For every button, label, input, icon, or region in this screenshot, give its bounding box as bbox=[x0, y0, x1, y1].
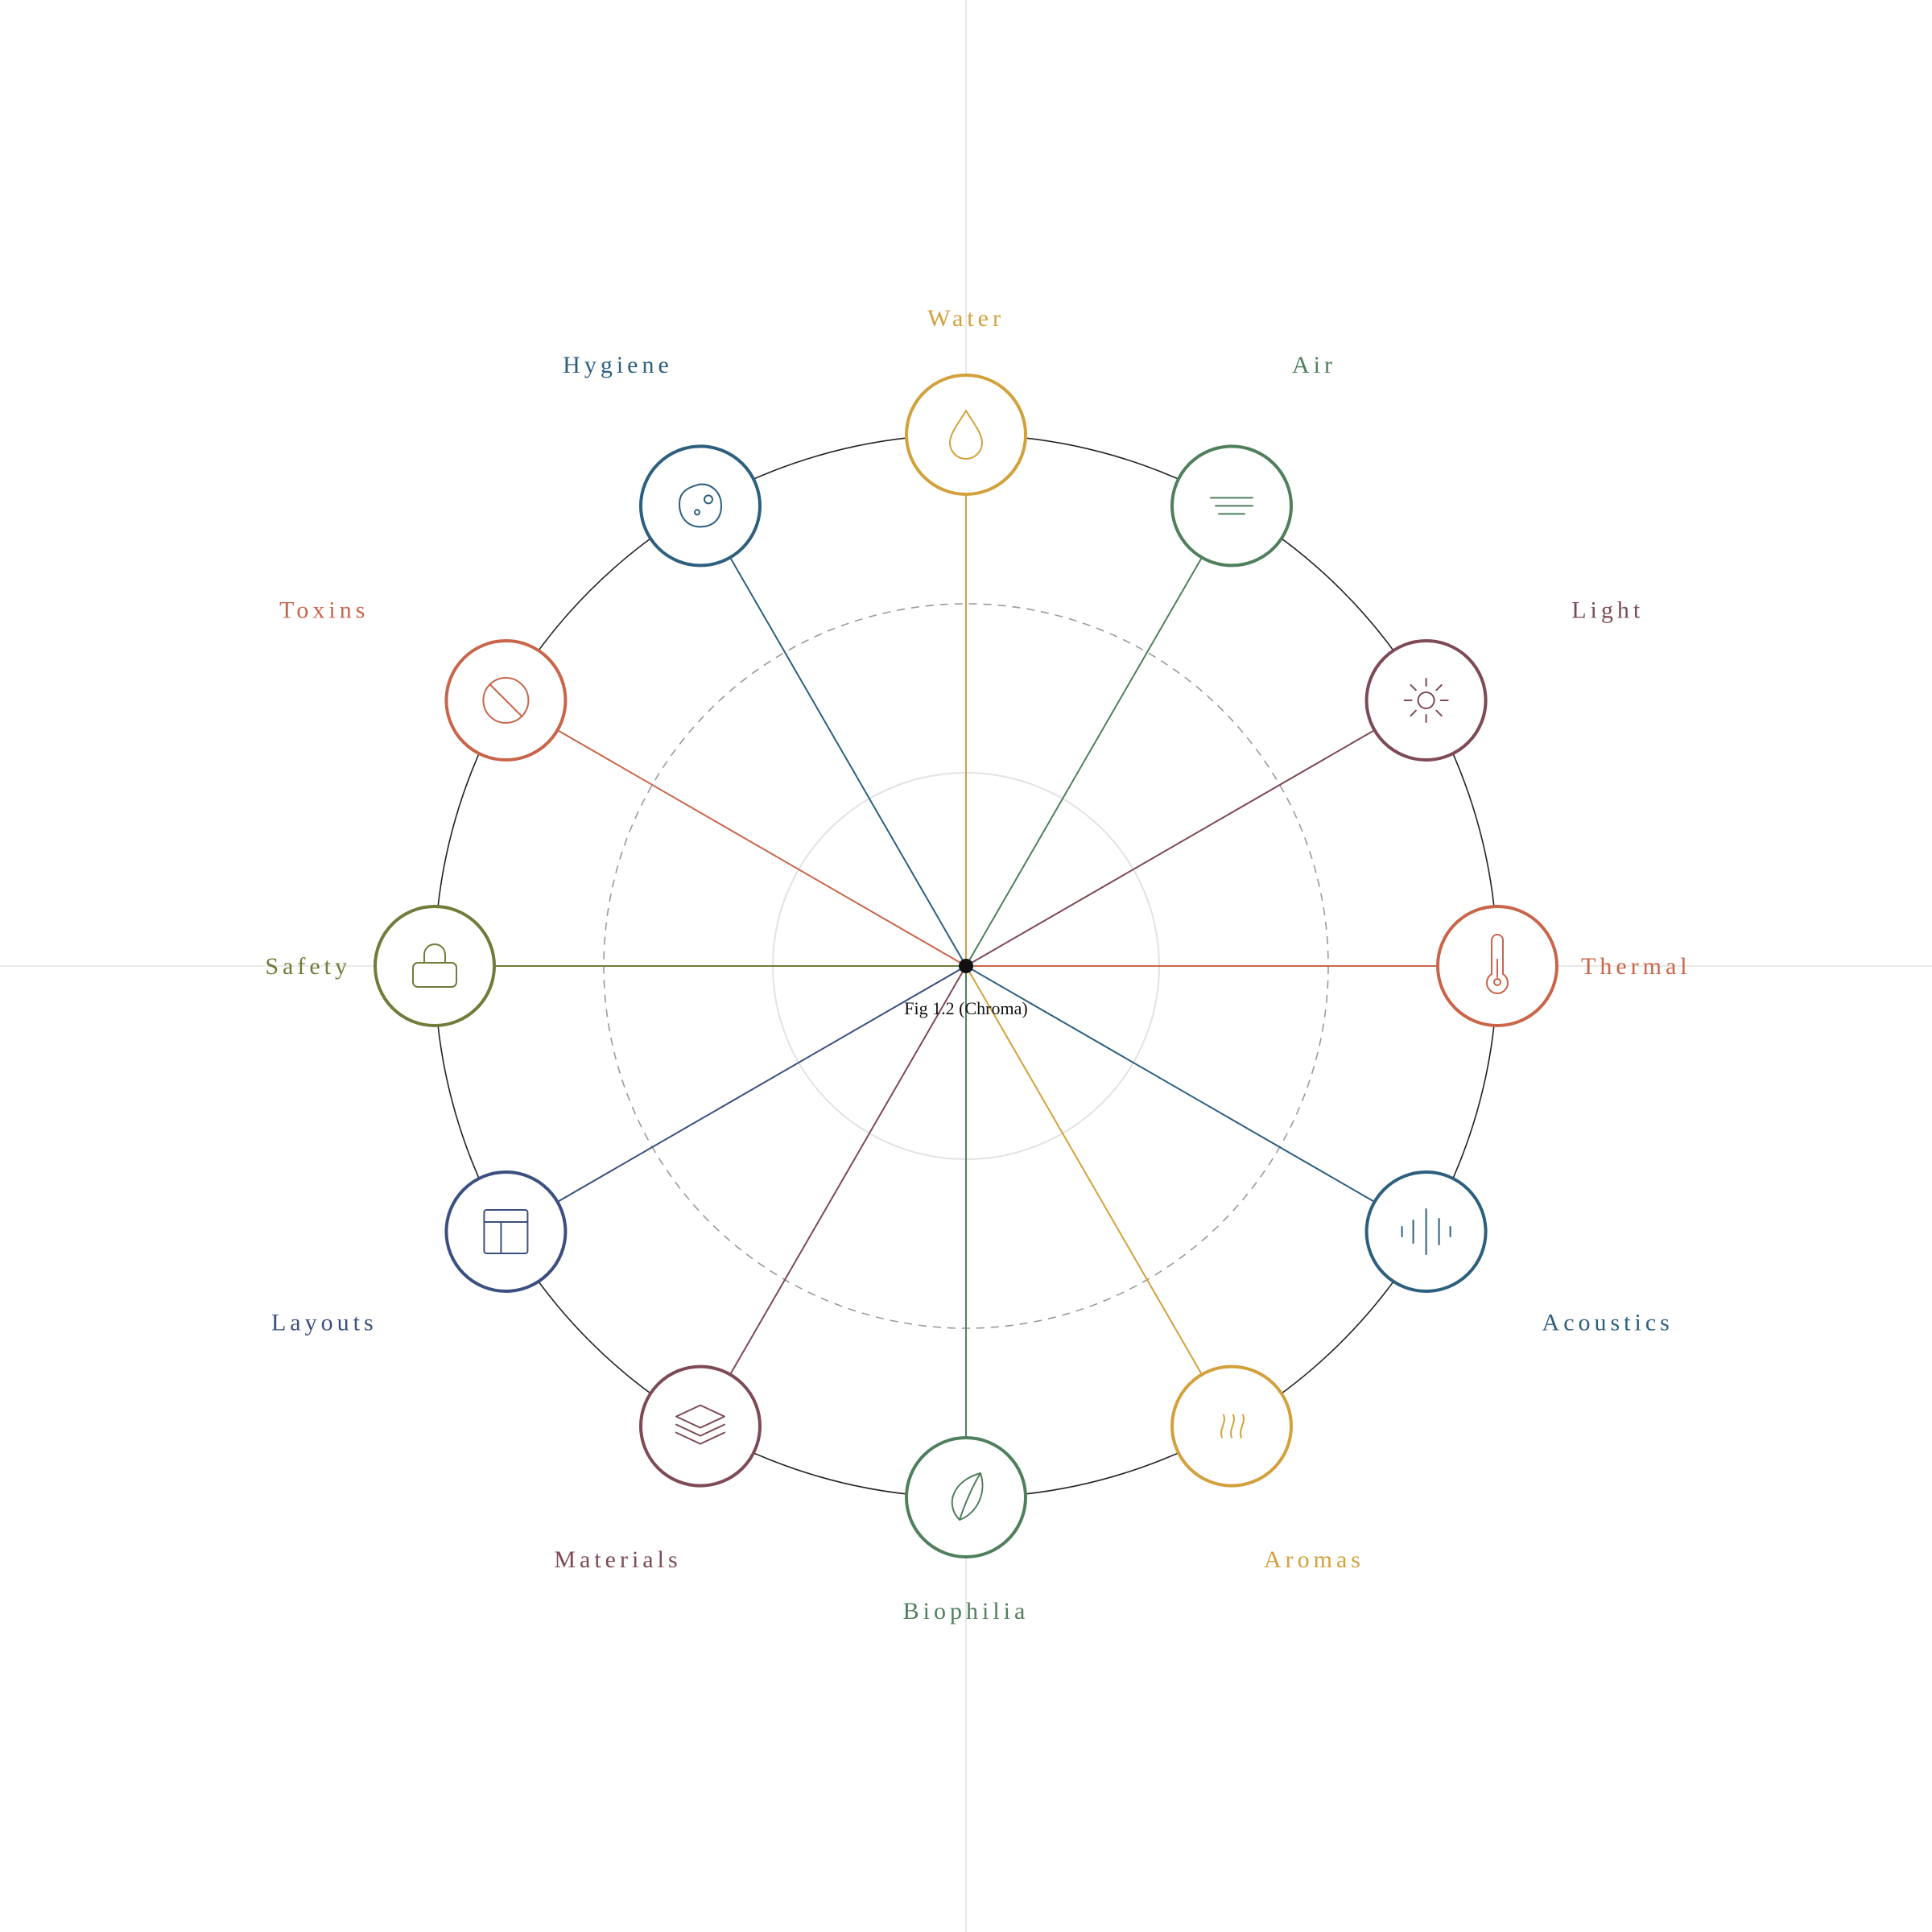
node-circle-layouts[interactable] bbox=[444, 1170, 568, 1293]
label-acoustics: Acoustics bbox=[1542, 1310, 1674, 1336]
node-water[interactable]: Water bbox=[905, 305, 1027, 496]
label-water: Water bbox=[927, 305, 1005, 332]
node-air[interactable]: Air bbox=[1170, 352, 1336, 568]
spoke-acoustics bbox=[965, 965, 1375, 1203]
node-circle-light[interactable] bbox=[1364, 639, 1488, 762]
label-thermal: Thermal bbox=[1581, 953, 1691, 980]
prohibited-icon bbox=[482, 677, 530, 724]
node-circle-water[interactable] bbox=[905, 374, 1027, 496]
label-biophilia: Biophilia bbox=[903, 1598, 1030, 1624]
sound-wave-icon bbox=[1401, 1208, 1451, 1255]
label-aromas: Aromas bbox=[1264, 1546, 1364, 1573]
hub-dot bbox=[959, 959, 973, 973]
label-toxins: Toxins bbox=[279, 597, 369, 624]
hub: Fig 1.2 (Chroma) bbox=[904, 959, 1028, 1018]
spoke-layouts bbox=[557, 965, 967, 1203]
node-circle-safety[interactable] bbox=[374, 905, 496, 1027]
scent-icon bbox=[1220, 1414, 1245, 1439]
label-hygiene: Hygiene bbox=[563, 352, 673, 378]
spoke-toxins bbox=[557, 729, 967, 967]
figure-caption: Fig 1.2 (Chroma) bbox=[904, 998, 1027, 1018]
node-circle-hygiene[interactable] bbox=[639, 444, 762, 568]
node-circle-biophilia[interactable] bbox=[905, 1436, 1027, 1558]
label-air: Air bbox=[1292, 352, 1336, 378]
spoke-air bbox=[965, 557, 1203, 967]
layout-icon bbox=[483, 1209, 529, 1254]
spoke-aromas bbox=[965, 965, 1203, 1375]
node-circle-materials[interactable] bbox=[639, 1364, 762, 1488]
lock-icon bbox=[412, 943, 457, 988]
thermometer-icon bbox=[1486, 934, 1509, 994]
node-toxins[interactable]: Toxins bbox=[279, 597, 568, 762]
label-materials: Materials bbox=[554, 1546, 681, 1573]
microbe-icon bbox=[679, 483, 722, 528]
node-light[interactable]: Light bbox=[1364, 597, 1645, 762]
node-safety[interactable]: Safety bbox=[265, 905, 496, 1027]
wind-lines-icon bbox=[1210, 497, 1253, 515]
node-layouts[interactable]: Layouts bbox=[271, 1170, 568, 1336]
node-hygiene[interactable]: Hygiene bbox=[563, 352, 762, 568]
droplet-icon bbox=[949, 410, 983, 460]
node-materials[interactable]: Materials bbox=[554, 1364, 762, 1574]
spoke-materials bbox=[729, 965, 967, 1375]
leaf-icon bbox=[951, 1472, 984, 1521]
spokes bbox=[494, 494, 1438, 1438]
label-layouts: Layouts bbox=[271, 1310, 378, 1336]
label-safety: Safety bbox=[265, 953, 351, 980]
sun-icon bbox=[1403, 678, 1449, 723]
nodes: WaterAirLightThermalAcousticsAromasBioph… bbox=[265, 305, 1691, 1624]
layers-icon bbox=[675, 1404, 725, 1445]
node-biophilia[interactable]: Biophilia bbox=[903, 1436, 1030, 1624]
spoke-light bbox=[965, 729, 1375, 967]
node-aromas[interactable]: Aromas bbox=[1170, 1364, 1364, 1574]
node-thermal[interactable]: Thermal bbox=[1436, 905, 1691, 1027]
label-light: Light bbox=[1571, 597, 1644, 624]
node-acoustics[interactable]: Acoustics bbox=[1364, 1170, 1674, 1336]
spoke-hygiene bbox=[729, 557, 967, 967]
